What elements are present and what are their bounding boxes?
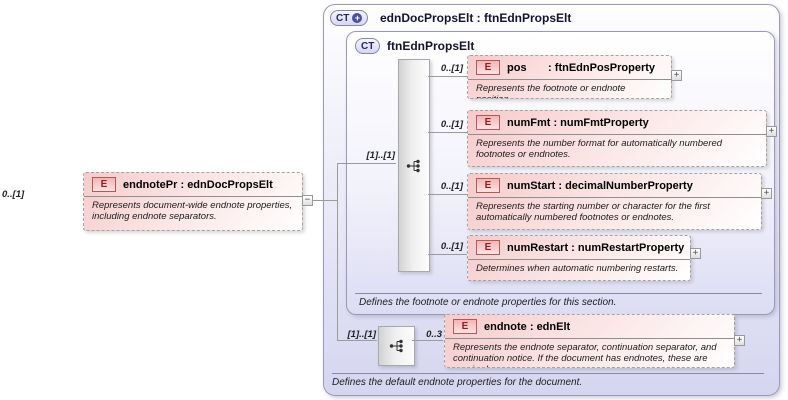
- inner-footer-note: Defines the footnote or endnote properti…: [359, 297, 617, 308]
- divider: [468, 259, 690, 260]
- element-title: endnote : ednElt: [484, 320, 571, 333]
- complextype-ftnEdnPropsElt: CT ftnEdnPropsElt [1]..[1] 0: [346, 31, 777, 315]
- element-icon: E: [92, 177, 116, 192]
- outer-footer-note: Defines the default endnote properties f…: [332, 377, 583, 388]
- element-description: Represents the starting number or charac…: [476, 201, 710, 224]
- ct-badge: CT: [355, 38, 381, 54]
- divider: [468, 79, 671, 80]
- expand-icon[interactable]: +: [734, 335, 745, 346]
- connector-line: [412, 340, 443, 341]
- element-header: E numStart : decimalNumberProperty: [468, 174, 761, 195]
- collapse-icon[interactable]: −: [302, 195, 313, 206]
- connector-line: [338, 340, 377, 341]
- element-icon: E: [476, 178, 500, 193]
- cardinality-label: 0..[1]: [440, 119, 463, 130]
- cardinality-label: 0..[1]: [440, 241, 463, 252]
- connector-line: [313, 200, 338, 201]
- plus-icon: +: [352, 13, 363, 23]
- element-icon: E: [476, 115, 500, 130]
- cardinality-label: 0..3: [426, 329, 442, 340]
- sequence-icon: [406, 159, 420, 172]
- element-header: E numRestart : numRestartProperty: [468, 236, 690, 257]
- connector-line: [338, 163, 396, 164]
- element-description: Represents the footnote or endnote posit…: [476, 83, 626, 98]
- connector-line: [428, 194, 467, 195]
- element-endnotePr[interactable]: E endnotePr : ednDocPropsElt Represents …: [83, 172, 303, 231]
- expand-icon[interactable]: +: [690, 248, 701, 259]
- cardinality-label: 0..[1]: [2, 189, 25, 200]
- expand-icon[interactable]: +: [761, 188, 772, 199]
- complextype-ednDocPropsElt: CT+ ednDocPropsElt : ftnEdnPropsElt CT f…: [323, 4, 780, 396]
- footer-divider: [332, 373, 764, 374]
- element-header: E endnotePr : ednDocPropsElt: [84, 173, 302, 194]
- connector-line: [428, 254, 467, 255]
- connector-line: [428, 76, 467, 77]
- element-icon: E: [476, 60, 500, 75]
- connector-line: [428, 132, 467, 133]
- element-numStart[interactable]: E numStart : decimalNumberProperty Repre…: [467, 173, 762, 230]
- cardinality-label: 0..[1]: [440, 63, 463, 74]
- element-description: Represents the endnote separator, contin…: [453, 342, 717, 367]
- element-description: Represents document-wide endnote propert…: [92, 200, 293, 223]
- expand-icon[interactable]: +: [766, 126, 777, 137]
- element-header: E endnote : ednElt: [445, 315, 734, 336]
- element-endnote[interactable]: E endnote : ednElt Represents the endnot…: [444, 314, 735, 368]
- element-header: E pos : ftnEdnPosProperty: [468, 56, 671, 77]
- element-title: numStart : decimalNumberProperty: [507, 179, 693, 192]
- sequence-compositor[interactable]: [378, 326, 415, 366]
- element-numRestart[interactable]: E numRestart : numRestartProperty Determ…: [467, 235, 691, 281]
- outer-title: ednDocPropsElt : ftnEdnPropsElt: [380, 11, 572, 25]
- ct-badge-text: CT: [361, 40, 375, 52]
- sequence-cardinality-label: [1]..[1]: [366, 150, 396, 161]
- footer-divider: [355, 293, 762, 294]
- divider: [84, 196, 302, 197]
- inner-title: ftnEdnPropsElt: [387, 39, 475, 53]
- expand-icon[interactable]: +: [671, 70, 682, 81]
- element-pos[interactable]: E pos : ftnEdnPosProperty Represents the…: [467, 55, 672, 99]
- sequence-cardinality-label: [1]..[1]: [347, 329, 377, 340]
- connector-line: [337, 163, 338, 341]
- sequence-compositor[interactable]: [398, 59, 430, 272]
- element-description: Represents the number format for automat…: [476, 138, 723, 161]
- element-title: numFmt : numFmtProperty: [507, 116, 649, 129]
- element-icon: E: [453, 319, 477, 334]
- ct-badge-text: CT: [336, 12, 350, 24]
- element-title: endnotePr : ednDocPropsElt: [123, 178, 273, 191]
- divider: [445, 338, 734, 339]
- cardinality-label: 0..[1]: [440, 181, 463, 192]
- sequence-icon: [389, 339, 403, 353]
- element-title: numRestart : numRestartProperty: [507, 241, 685, 254]
- element-description: Determines when automatic numbering rest…: [476, 263, 679, 274]
- element-header: E numFmt : numFmtProperty: [468, 111, 766, 132]
- element-title: pos : ftnEdnPosProperty: [507, 61, 656, 74]
- divider: [468, 197, 761, 198]
- divider: [468, 134, 766, 135]
- element-numFmt[interactable]: E numFmt : numFmtProperty Represents the…: [467, 110, 767, 167]
- ct-plus-badge[interactable]: CT+: [330, 10, 369, 26]
- element-icon: E: [476, 240, 500, 255]
